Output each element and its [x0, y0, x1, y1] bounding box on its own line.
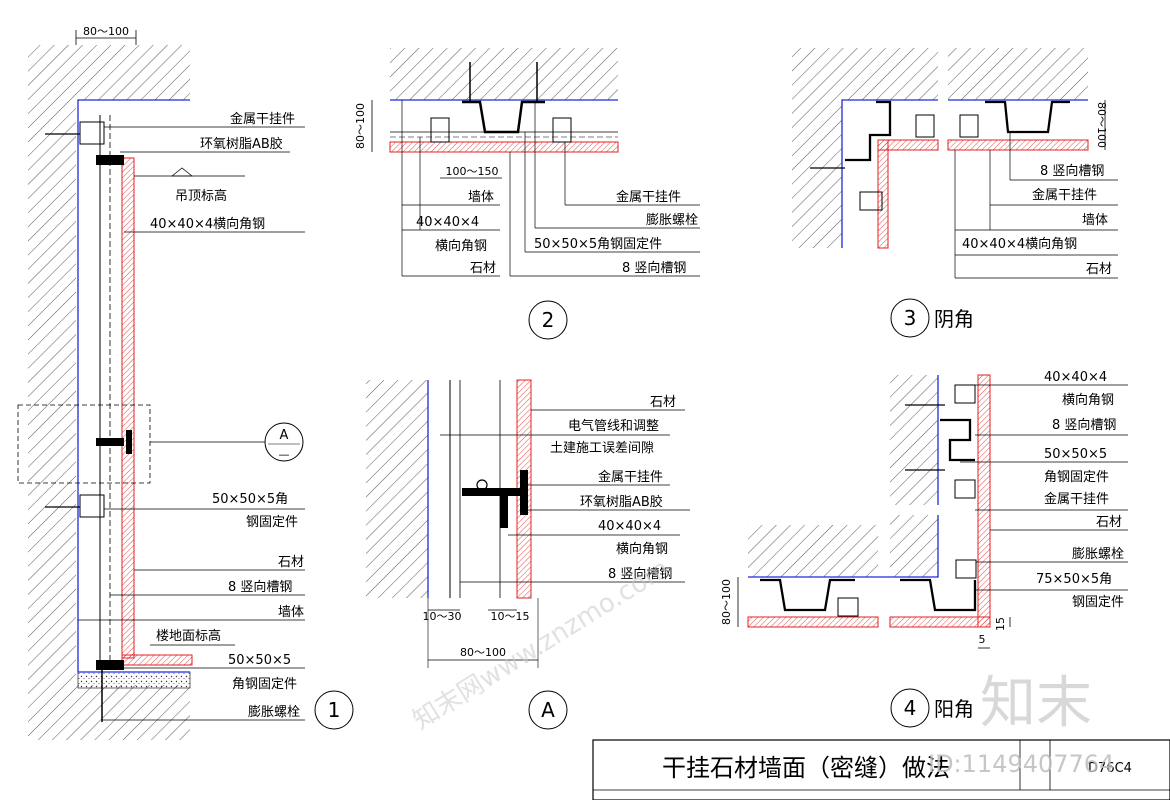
label-angle50: 50×50×5角 — [212, 492, 288, 507]
detail-1: A — 80～100 金属干挂件 环氧树脂AB胶 吊顶标高 40×40×4横向角… — [17, 25, 354, 740]
angle-bottom — [96, 660, 124, 670]
detail-2-circle — [528, 300, 568, 340]
detail-a: 10～30 10～15 80～100 石材 电气管线和调整 土建施工误差间隙 金… — [366, 379, 690, 730]
detail-1-number: 1 — [328, 698, 341, 722]
label-angle40b-4: 横向角钢 — [1062, 392, 1114, 408]
detail-3: 80～100 8 竖向槽钢 金属干挂件 墙体 40×40×4横向角钢 石材 3 … — [792, 48, 1118, 338]
floor-stone — [121, 654, 193, 666]
dim-bottom-2: 100～150 — [446, 165, 499, 178]
stone-panel — [121, 157, 135, 659]
detail-4-name: 阳角 — [934, 697, 974, 721]
dim-right-3: 80～100 — [1095, 102, 1108, 148]
label-gap2-a: 土建施工误差间隙 — [550, 441, 654, 456]
detail-1-circle — [314, 690, 354, 730]
blue-boundary — [77, 99, 190, 673]
label-angle40-4b: 40×40×4 — [1044, 370, 1107, 385]
detail-4-number: 4 — [904, 696, 917, 720]
callout-letter: A — [280, 428, 289, 443]
label-angle40: 40×40×4横向角钢 — [150, 216, 265, 232]
label-angle50d: 角钢固定件 — [232, 677, 297, 692]
watermark-brand: 知末 — [980, 671, 1092, 736]
dim-left-4: 80～100 — [720, 579, 733, 625]
detail-3-name: 阴角 — [934, 307, 974, 331]
label-hanger-2: 金属干挂件 — [616, 189, 681, 205]
watermark-id: ID:1149407764 — [928, 750, 1114, 778]
detail-2: 80～100 100～150 墙体 40×40×4 横向角钢 石材 金属干挂件 … — [354, 48, 700, 340]
dim-15-4: 15 — [994, 617, 1007, 631]
label-angle50b-4: 角钢固定件 — [1044, 470, 1109, 485]
label-angle40-2: 40×40×4 — [416, 215, 479, 230]
label-stone-a: 石材 — [650, 395, 676, 410]
label-hanger-4: 金属干挂件 — [1044, 491, 1109, 507]
dim-5-4: 5 — [979, 633, 986, 646]
label-channel-4: 8 竖向槽钢 — [1052, 417, 1116, 433]
angle-mid — [96, 438, 124, 446]
label-stone-2: 石材 — [470, 261, 496, 276]
label-wall-2: 墙体 — [468, 190, 494, 205]
label-gap1-a: 电气管线和调整 — [568, 418, 659, 434]
title-code: D76C4 — [1088, 761, 1132, 776]
label-stone-4: 石材 — [1096, 515, 1122, 530]
label-angle75b-4: 钢固定件 — [1072, 595, 1124, 610]
callout-circle — [264, 422, 304, 462]
label-wall: 墙体 — [278, 605, 304, 620]
svg-text:—: — — [279, 448, 290, 461]
label-ceiling: 吊顶标高 — [175, 188, 227, 204]
label-wall-3: 墙体 — [1082, 213, 1108, 228]
angle-top — [96, 155, 124, 165]
label-hanger-3: 金属干挂件 — [1032, 187, 1097, 203]
title-text: 干挂石材墙面（密缝）做法 — [662, 754, 950, 782]
hanger-mid — [126, 430, 132, 454]
detail-box-a — [17, 404, 151, 484]
dim-left-2: 80～100 — [354, 103, 367, 149]
label-channel-3: 8 竖向槽钢 — [1040, 163, 1104, 179]
dim-a-3: 80～100 — [460, 646, 506, 659]
ceiling-hatch — [76, 45, 190, 100]
label-angle50c: 50×50×5 — [228, 653, 291, 668]
label-bolt-2: 膨胀螺栓 — [646, 213, 698, 228]
label-epoxy-a: 环氧树脂AB胶 — [580, 494, 663, 510]
label-angle50-4: 50×50×5 — [1044, 447, 1107, 462]
label-stone: 石材 — [278, 555, 304, 570]
label-angle40b-a: 横向角钢 — [616, 541, 668, 557]
label-floor: 楼地面标高 — [156, 628, 221, 644]
title-block: 干挂石材墙面（密缝）做法 D76C4 — [592, 739, 1170, 800]
label-channel-2: 8 竖向槽钢 — [622, 260, 686, 276]
label-hanger: 金属干挂件 — [230, 111, 295, 127]
label-channel: 8 竖向槽钢 — [228, 579, 292, 595]
label-angle40-a: 40×40×4 — [598, 519, 661, 534]
label-angle50b: 钢固定件 — [246, 515, 298, 530]
detail-3-circle — [890, 298, 930, 338]
dim-a-2: 10～15 — [491, 610, 530, 623]
label-channel-a: 8 竖向槽钢 — [608, 566, 672, 582]
mid-bracket — [79, 494, 105, 518]
label-angle50-2: 50×50×5角钢固定件 — [534, 237, 662, 252]
floor-hatch — [76, 685, 190, 740]
top-bracket — [79, 121, 105, 145]
label-angle40b-2: 横向角钢 — [435, 238, 487, 254]
channel-2 — [462, 100, 545, 134]
wall-hatch-2 — [390, 48, 618, 100]
detail-a-number: A — [541, 698, 555, 722]
dim-a-1: 10～30 — [423, 610, 462, 623]
label-angle75-4: 75×50×5角 — [1036, 572, 1112, 587]
detail-4: 80～100 5 15 40×40×4 横向角钢 8 竖向槽钢 50×50×5 … — [720, 370, 1128, 728]
floor-screed — [77, 671, 191, 689]
label-angle40-3: 40×40×4横向角钢 — [962, 236, 1077, 252]
label-bolt-4: 膨胀螺栓 — [1072, 547, 1124, 562]
label-bolt: 膨胀螺栓 — [248, 705, 300, 720]
label-stone-3: 石材 — [1086, 262, 1112, 277]
detail-a-circle — [528, 690, 568, 730]
dim-top: 80～100 — [83, 25, 129, 38]
wall-hatch — [28, 45, 76, 740]
label-hanger-a: 金属干挂件 — [598, 469, 663, 485]
label-epoxy: 环氧树脂AB胶 — [200, 136, 283, 152]
detail-4-circle — [890, 688, 930, 728]
detail-2-number: 2 — [542, 308, 555, 332]
stone-2 — [389, 141, 619, 153]
detail-3-number: 3 — [904, 306, 917, 330]
